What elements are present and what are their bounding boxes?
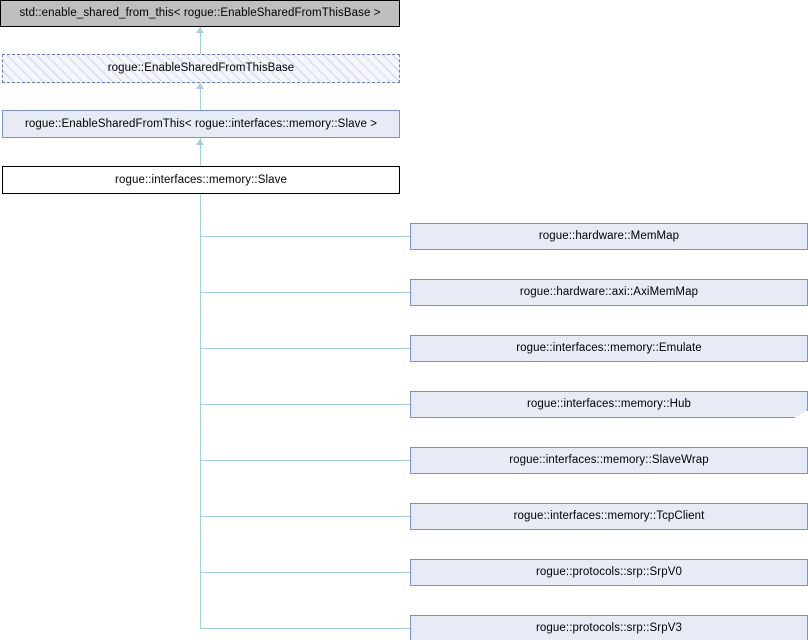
- class-node-label: rogue::protocols::srp::SrpV0: [536, 566, 682, 578]
- inheritance-connector-2: [200, 83, 201, 110]
- folded-corner-icon: [793, 409, 807, 417]
- derived-branch-line-4: [200, 404, 410, 405]
- class-node-label: rogue::hardware::axi::AxiMemMap: [519, 286, 699, 298]
- class-node-label: rogue::interfaces::memory::SlaveWrap: [509, 454, 709, 466]
- class-node-rogue-interfaces-memory-slavewrap[interactable]: rogue::interfaces::memory::SlaveWrap: [410, 447, 808, 474]
- class-node-label: rogue::protocols::srp::SrpV3: [536, 622, 682, 634]
- inheritance-arrow-icon-2: [196, 83, 204, 89]
- derived-trunk-line: [200, 194, 201, 628]
- derived-branch-line-1: [200, 236, 410, 237]
- derived-branch-line-2: [200, 292, 410, 293]
- class-node-rogue-interfaces-memory-emulate[interactable]: rogue::interfaces::memory::Emulate: [410, 335, 808, 362]
- class-node-label: rogue::interfaces::memory::Emulate: [516, 342, 702, 354]
- inheritance-connector-3: [200, 138, 201, 166]
- class-node-rogue-enable-shared-from-this-base[interactable]: rogue::EnableSharedFromThisBase: [2, 54, 400, 83]
- class-node-label: rogue::EnableSharedFromThisBase: [107, 62, 295, 74]
- derived-branch-line-3: [200, 348, 410, 349]
- class-node-label: std::enable_shared_from_this< rogue::Ena…: [19, 7, 381, 19]
- class-node-label: rogue::EnableSharedFromThis< rogue::inte…: [24, 117, 378, 130]
- derived-branch-line-5: [200, 460, 410, 461]
- inheritance-connector-1: [200, 27, 201, 54]
- class-node-label: rogue::hardware::MemMap: [538, 230, 680, 242]
- class-node-std-enable-shared-from-this[interactable]: std::enable_shared_from_this< rogue::Ena…: [0, 0, 400, 27]
- class-node-rogue-hardware-memmap[interactable]: rogue::hardware::MemMap: [410, 223, 808, 250]
- class-node-rogue-interfaces-memory-tcpclient[interactable]: rogue::interfaces::memory::TcpClient: [410, 503, 808, 530]
- inheritance-arrow-icon-3: [196, 139, 204, 145]
- class-node-rogue-hardware-axi-aximemmap[interactable]: rogue::hardware::axi::AxiMemMap: [410, 279, 808, 306]
- class-node-rogue-protocols-srp-srpv0[interactable]: rogue::protocols::srp::SrpV0: [410, 559, 808, 586]
- derived-branch-line-6: [200, 516, 410, 517]
- derived-branch-line-7: [200, 572, 410, 573]
- class-node-rogue-enable-shared-from-this-slave[interactable]: rogue::EnableSharedFromThis< rogue::inte…: [2, 110, 400, 138]
- class-node-rogue-interfaces-memory-hub[interactable]: rogue::interfaces::memory::Hub: [410, 391, 808, 418]
- class-node-rogue-protocols-srp-srpv3[interactable]: rogue::protocols::srp::SrpV3: [410, 615, 808, 640]
- class-node-label: rogue::interfaces::memory::TcpClient: [513, 510, 705, 522]
- class-node-rogue-interfaces-memory-slave[interactable]: rogue::interfaces::memory::Slave: [2, 166, 400, 194]
- class-node-label: rogue::interfaces::memory::Slave: [115, 173, 287, 186]
- class-node-label: rogue::interfaces::memory::Hub: [526, 398, 692, 410]
- inheritance-arrow-icon-1: [196, 27, 204, 33]
- derived-branch-line-8: [200, 628, 410, 629]
